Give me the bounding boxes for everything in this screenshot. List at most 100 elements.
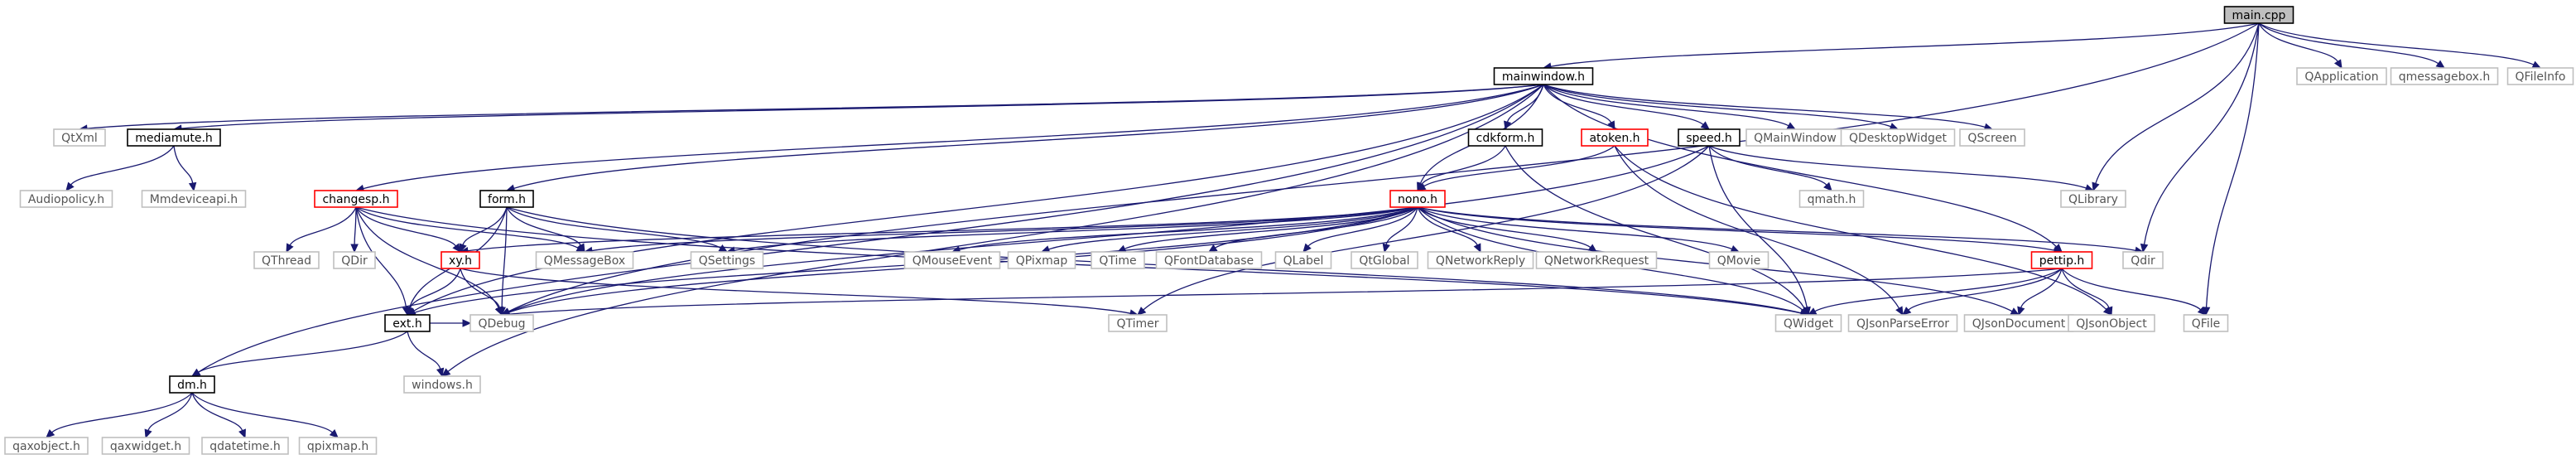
node-qpixmap-h: qpixmap.h <box>298 437 378 455</box>
edge-line <box>2258 22 2338 62</box>
edge-arrowhead <box>1786 122 1797 130</box>
edge-mainwindow-h-to-mediamute-h <box>172 84 1544 133</box>
edge-line <box>513 84 1544 189</box>
node-qaxwidget-h: qaxwidget.h <box>101 437 190 455</box>
edge-nono-h-to-qmovie <box>1417 206 1741 253</box>
node-label: QtGlobal <box>1359 254 1409 268</box>
node-box <box>1274 251 1332 269</box>
edge-changesp-h-to-qdir <box>350 206 359 254</box>
edge-nono-h-to-qnetworkreply <box>1417 206 1481 254</box>
node-dm-h[interactable]: dm.h <box>169 375 215 394</box>
edge-speed-h-to-qmath-h <box>1708 145 1832 191</box>
node-label: qdatetime.h <box>209 440 280 453</box>
edge-changesp-h-to-qthread <box>286 206 357 254</box>
edge-line <box>2258 22 2439 65</box>
node-label: qpixmap.h <box>307 440 368 453</box>
node-box <box>690 251 764 269</box>
node-label: QNetworkReply <box>1436 254 1525 268</box>
edge-line <box>1543 84 1986 128</box>
node-pettip-h[interactable]: pettip.h <box>2030 251 2093 269</box>
node-main-cpp[interactable]: main.cpp <box>2223 6 2294 24</box>
node-form-h[interactable]: form.h <box>479 190 534 208</box>
edge-arrowhead <box>1823 181 1832 191</box>
node-qfontdatabase: QFontDatabase <box>1155 251 1263 269</box>
node-label: qmath.h <box>1808 193 1856 206</box>
node-mediamute-h[interactable]: mediamute.h <box>127 128 221 147</box>
edge-main-cpp-to-mainwindow-h <box>1542 22 2260 70</box>
node-label: xy.h <box>449 254 472 268</box>
edge-line <box>1814 268 2063 312</box>
edge-changesp-h-to-xy-h <box>355 206 461 253</box>
node-label: QLibrary <box>2068 193 2118 206</box>
edge-arrowhead <box>238 428 246 439</box>
edge-arrowhead <box>1730 244 1741 253</box>
node-label: QtXml <box>61 132 98 145</box>
edge-form-h-to-qmessagebox <box>506 206 585 254</box>
node-label: QJsonDocument <box>1972 317 2066 331</box>
node-ext-h[interactable]: ext.h <box>384 314 431 332</box>
edge-arrowhead <box>1207 244 1218 253</box>
node-label: QFontDatabase <box>1164 254 1254 268</box>
edge-speed-h-to-qtimer <box>1137 145 1710 316</box>
edge-line <box>508 268 2063 315</box>
node-label: QPixmap <box>1016 254 1068 268</box>
node-label: QNetworkRequest <box>1544 254 1649 268</box>
node-box <box>479 190 534 208</box>
edge-line <box>407 331 441 370</box>
node-xy-h[interactable]: xy.h <box>441 251 480 269</box>
node-box <box>1091 251 1145 269</box>
edge-arrowhead <box>2435 60 2445 69</box>
edge-main-cpp-to-qfile <box>2202 22 2260 317</box>
edge-main-cpp-to-qdir <box>2140 22 2260 254</box>
node-qjsonparseerror: QJsonParseError <box>1847 314 1958 332</box>
edge-arrowhead <box>2092 181 2100 192</box>
node-label: QFileInfo <box>2516 70 2566 84</box>
node-label: qmessagebox.h <box>2399 70 2490 84</box>
node-nono-h[interactable]: nono.h <box>1389 190 1446 208</box>
node-mainwindow-h[interactable]: mainwindow.h <box>1493 67 1594 85</box>
edge-nono-h-to-qmessagebox <box>583 206 1418 255</box>
edge-line <box>409 268 461 308</box>
edge-line <box>1908 268 2063 311</box>
node-atoken-h[interactable]: atoken.h <box>1581 128 1649 147</box>
node-cdkform-h[interactable]: cdkform.h <box>1467 128 1543 147</box>
node-speed-h[interactable]: speed.h <box>1678 128 1741 147</box>
node-box <box>201 437 289 455</box>
edge-line <box>1421 145 1506 185</box>
node-label: QDir <box>341 254 368 268</box>
node-label: windows.h <box>412 379 473 392</box>
node-box <box>1007 251 1076 269</box>
edge-atoken-h-to-qjsonobject <box>1614 145 2112 316</box>
node-label: QMessageBox <box>544 254 625 268</box>
node-audiopolicy-h: Audiopolicy.h <box>19 190 113 208</box>
node-changesp-h[interactable]: changesp.h <box>314 190 398 208</box>
node-box <box>384 314 431 332</box>
edge-pettip-h-to-qjsonparseerror <box>1902 268 2063 316</box>
edge-arrowhead <box>1137 307 1147 316</box>
edge-line <box>191 392 243 431</box>
node-qpixmap: QPixmap <box>1007 251 1076 269</box>
edge-line <box>2095 22 2260 184</box>
node-box <box>1708 251 1769 269</box>
node-box <box>1493 67 1594 85</box>
edge-line <box>2020 268 2063 308</box>
edge-arrowhead <box>1382 243 1390 254</box>
edge-line <box>460 268 1131 314</box>
edge-line <box>1543 84 1789 127</box>
node-qaxobject-h: qaxobject.h <box>4 437 89 455</box>
node-box <box>1535 251 1658 269</box>
edge-pettip-h-to-qjsondocument <box>2017 268 2063 317</box>
node-box <box>314 190 398 208</box>
edge-line <box>1708 145 1827 186</box>
node-label: Audiopolicy.h <box>28 193 104 206</box>
edge-arrowhead <box>190 368 201 377</box>
edge-arrowhead <box>459 243 467 254</box>
edge-line <box>1048 206 1418 250</box>
node-box <box>1798 190 1865 208</box>
edge-line <box>501 206 508 308</box>
edge-arrowhead <box>1799 307 1809 316</box>
edge-ext-h-to-dm-h <box>190 331 408 377</box>
node-qdir: Qdir <box>2122 251 2164 269</box>
